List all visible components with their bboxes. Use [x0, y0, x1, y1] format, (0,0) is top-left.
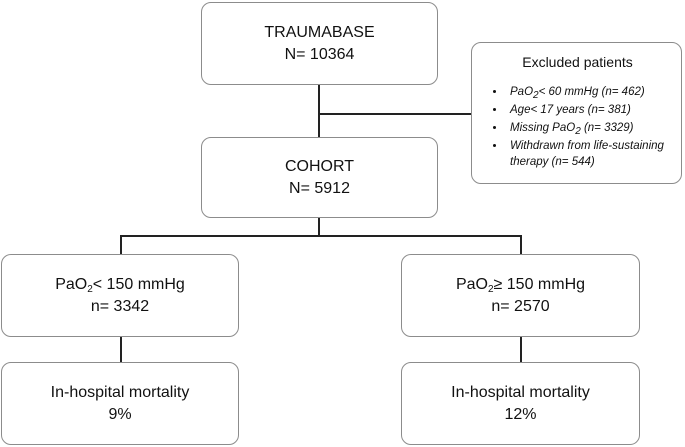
cohort-title: COHORT — [284, 157, 355, 175]
excluded-item-withdrawn: Withdrawn from life-sustaining therapy (… — [506, 138, 671, 170]
connector-exclusion — [318, 113, 471, 115]
mortality-low-box: In-hospital mortality 9% — [1, 362, 239, 445]
excluded-item-missing-pao2: Missing PaO2 (n= 3329) — [506, 120, 671, 137]
connector-branch-horizontal — [120, 235, 521, 237]
traumabase-count: N= 10364 — [284, 45, 355, 63]
high-pao2-box: PaO2≥ 150 mmHg n= 2570 — [401, 254, 640, 337]
excluded-item-age: Age< 17 years (n= 381) — [506, 102, 671, 118]
low-pao2-label: PaO2< 150 mmHg — [55, 275, 185, 295]
connector-right-mortality — [520, 337, 522, 362]
traumabase-box: TRAUMABASE N= 10364 — [201, 2, 438, 85]
mortality-low-value: 9% — [108, 405, 132, 423]
high-pao2-count: n= 2570 — [491, 297, 550, 315]
traumabase-title: TRAUMABASE — [264, 23, 375, 41]
connector-branch-right — [520, 235, 522, 254]
low-pao2-count: n= 3342 — [90, 297, 150, 315]
low-pao2-box: PaO2< 150 mmHg n= 3342 — [1, 254, 239, 337]
mortality-high-box: In-hospital mortality 12% — [401, 362, 640, 445]
excluded-patients-box: Excluded patients PaO2< 60 mmHg (n= 462)… — [471, 42, 682, 184]
connector-cohort-down — [318, 218, 320, 236]
mortality-high-value: 12% — [504, 405, 537, 423]
connector-branch-left — [120, 235, 122, 254]
excluded-item-pao2: PaO2< 60 mmHg (n= 462) — [506, 84, 671, 101]
connector-left-mortality — [120, 337, 122, 362]
cohort-count: N= 5912 — [289, 179, 350, 197]
connector-traumabase-cohort — [318, 85, 320, 137]
excluded-list: PaO2< 60 mmHg (n= 462) Age< 17 years (n=… — [484, 84, 671, 172]
mortality-low-label: In-hospital mortality — [50, 383, 190, 401]
mortality-high-label: In-hospital mortality — [451, 383, 590, 401]
excluded-title: Excluded patients — [522, 54, 633, 70]
cohort-box: COHORT N= 5912 — [201, 137, 438, 218]
high-pao2-label: PaO2≥ 150 mmHg — [455, 275, 586, 295]
